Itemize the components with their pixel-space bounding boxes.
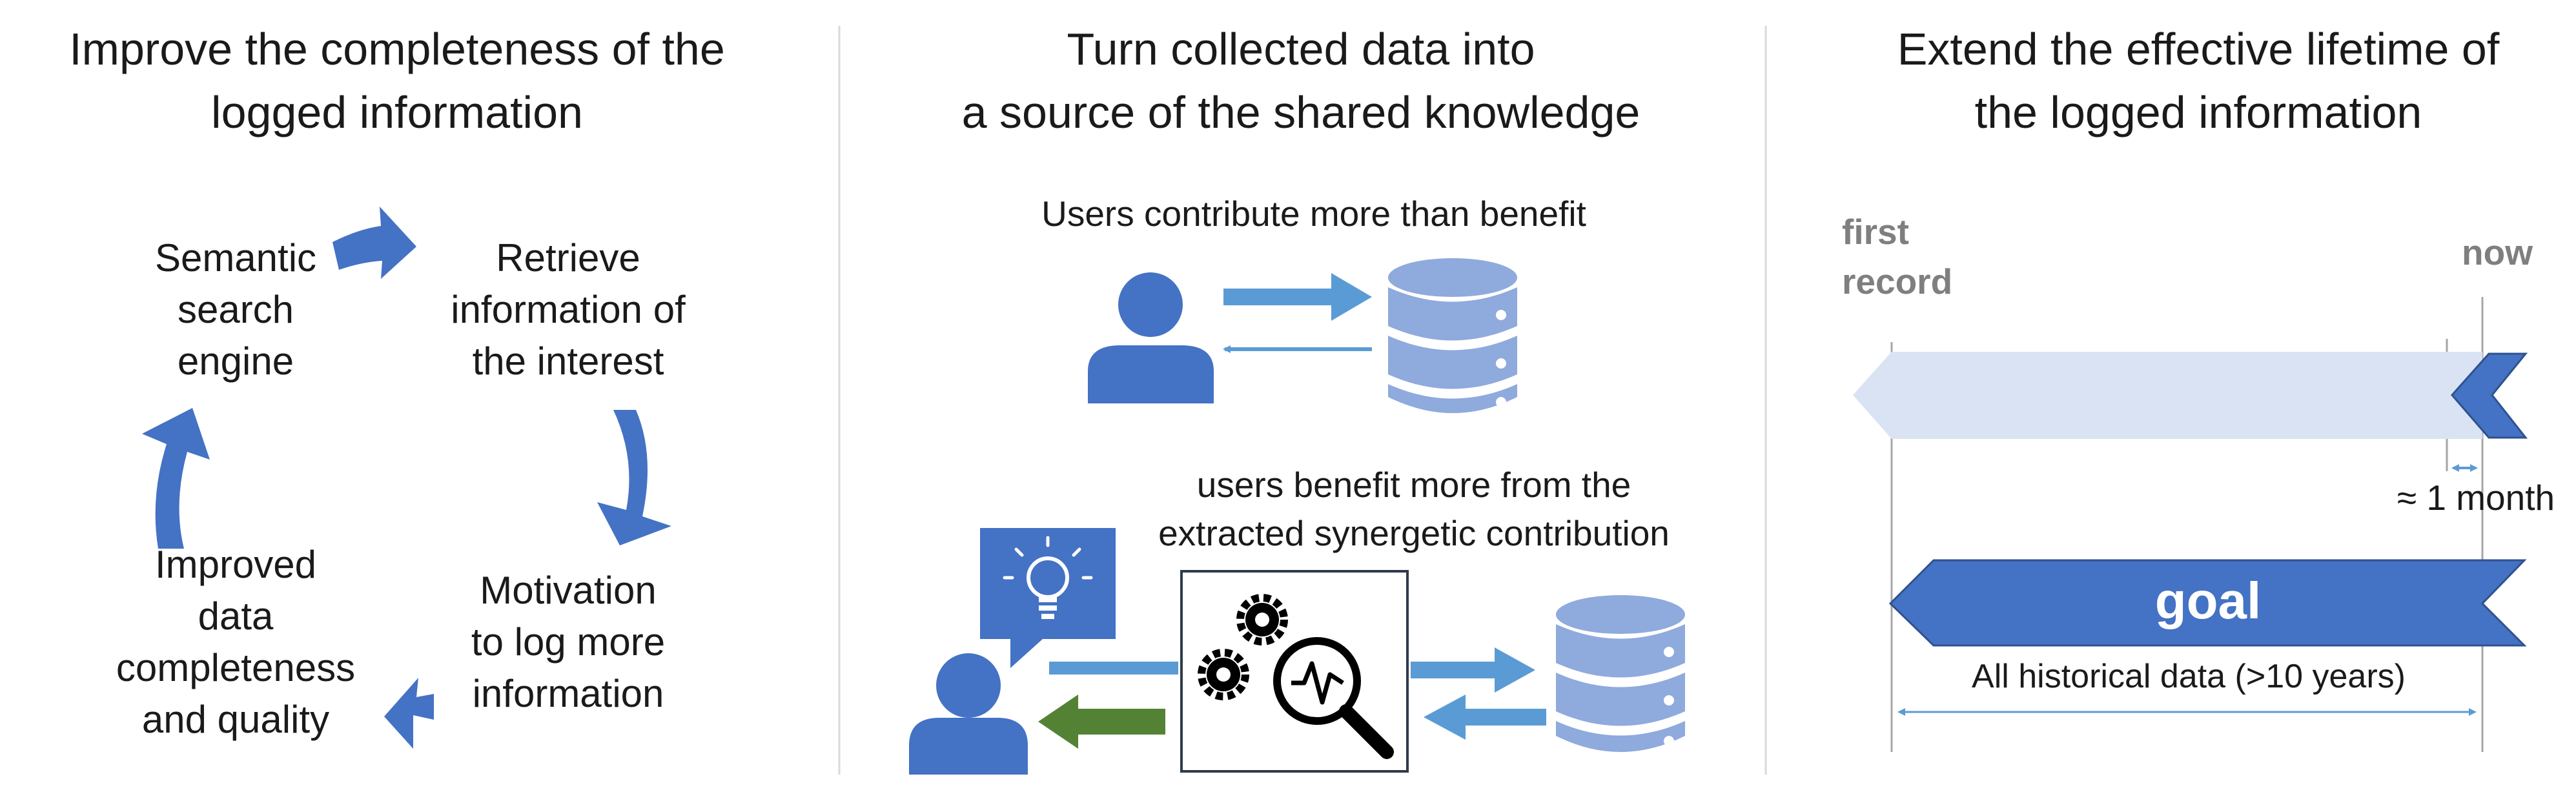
panel2-title-line-2: a source of the shared knowledge: [962, 87, 1641, 137]
step-line: the interest: [473, 340, 664, 383]
step-line: information of: [451, 288, 686, 331]
panel3-title-line-1: Extend the effective lifetime of: [1897, 24, 2500, 74]
cycle-step-retrieve: Retrieve information of the interest: [451, 236, 686, 383]
step-line: Retrieve: [496, 236, 640, 279]
contribution-flow-bar: [1049, 662, 1178, 675]
panel-completeness: Improve the completeness of the logged i…: [69, 24, 725, 749]
cycle-step-improved-data: Improved data completeness and quality: [116, 543, 355, 741]
bottom-caption-line-1: users benefit more from the: [1197, 465, 1631, 505]
first-record-label-line-2: record: [1842, 261, 1952, 301]
panel-lifetime: Extend the effective lifetime of the log…: [1842, 24, 2555, 752]
synergy-return-arrow: [1038, 695, 1165, 749]
user-icon: [909, 653, 1028, 775]
step-line: search: [178, 288, 294, 331]
month-label: ≈ 1 month: [2397, 478, 2555, 518]
extract-arrow: [1411, 647, 1535, 693]
unused-history-band-tip: [1853, 352, 1892, 439]
cycle-arrow-right: [597, 410, 671, 545]
gears-icon: [1198, 594, 1288, 700]
cycle-step-motivation: Motivation to log more information: [471, 569, 665, 715]
step-line: completeness: [116, 646, 355, 689]
database-icon: [1556, 595, 1685, 752]
step-line: data: [198, 594, 274, 638]
unused-history-band: [1892, 352, 2482, 439]
panel1-title-line-1: Improve the completeness of the: [69, 24, 725, 74]
goal-label: goal: [2155, 572, 2261, 629]
cycle-arrow-left: [142, 408, 210, 549]
first-record-label-line-1: first: [1842, 212, 1909, 252]
step-line: Semantic: [155, 236, 316, 279]
lightbulb-idea-icon: [980, 528, 1116, 668]
panel-shared-knowledge: Turn collected data into a source of the…: [909, 24, 1685, 775]
cycle-step-semantic-search: Semantic search engine: [155, 236, 316, 383]
panel3-title-line-2: the logged information: [1975, 87, 2422, 137]
contribute-arrow: [1223, 273, 1372, 321]
panel1-title-line-2: logged information: [211, 87, 583, 137]
panel2-title-line-1: Turn collected data into: [1067, 24, 1535, 74]
top-caption: Users contribute more than benefit: [1041, 194, 1586, 234]
step-line: to log more: [471, 620, 665, 664]
feedback-arrow: [1424, 695, 1546, 740]
step-line: engine: [178, 340, 294, 383]
step-line: Motivation: [480, 569, 656, 612]
database-icon: [1388, 258, 1517, 413]
cycle-arrow-top: [332, 207, 416, 279]
step-line: information: [473, 672, 664, 715]
goal-band: [1888, 559, 2527, 647]
history-label: All historical data (>10 years): [1972, 658, 2406, 695]
magnifier-pulse-icon: [1273, 637, 1394, 759]
step-line: Improved: [155, 543, 316, 586]
user-icon: [1088, 272, 1214, 403]
analytics-box: [1180, 570, 1409, 773]
current-data-chevron: [2451, 352, 2528, 439]
now-label: now: [2462, 232, 2533, 272]
step-line: and quality: [142, 698, 329, 741]
bottom-caption-line-2: extracted synergetic contribution: [1158, 513, 1670, 553]
cycle-arrow-bottom: [384, 678, 434, 749]
